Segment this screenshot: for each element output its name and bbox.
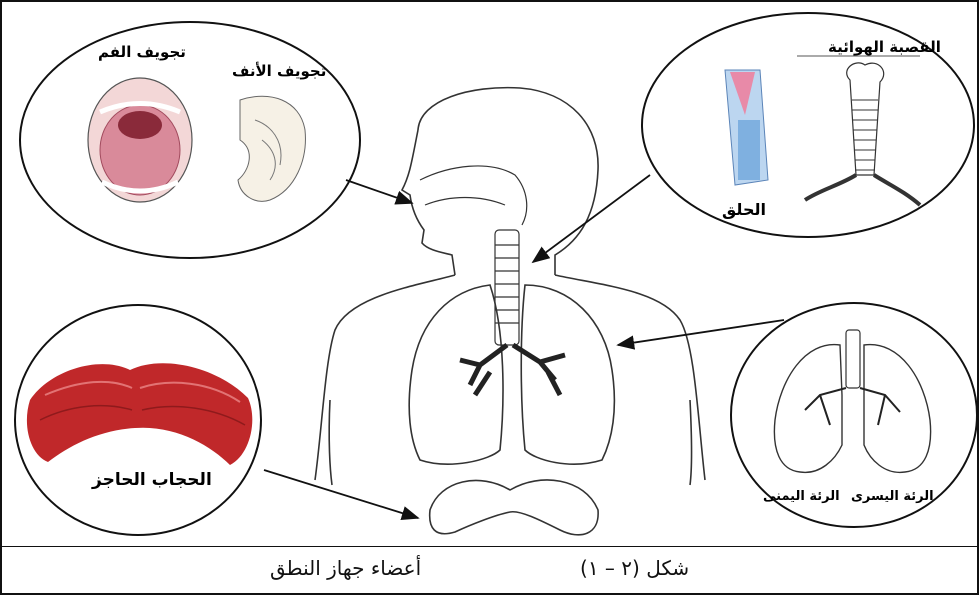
label-oral-cavity: تجويف الفم xyxy=(98,43,186,61)
figure-number: شكل (٢ – ١) xyxy=(580,556,689,580)
label-trachea: القصبة الهوائية xyxy=(828,38,941,56)
label-larynx: الحلق xyxy=(722,200,766,219)
diaphragm-circle xyxy=(15,305,261,535)
oral-nasal-circle xyxy=(20,22,360,258)
arrow-to-nose xyxy=(346,180,412,203)
label-left-lung: الرئة اليسرى xyxy=(851,489,934,504)
label-diaphragm: الحجاب الحاجز xyxy=(92,470,212,490)
left-lung-outline xyxy=(521,285,614,464)
arrow-to-lungs xyxy=(618,320,784,345)
diaphragm-outline xyxy=(430,480,598,535)
figure-title: أعضاء جهاز النطق xyxy=(270,556,421,580)
label-right-lung: الرئة اليمنى xyxy=(763,489,840,504)
arrow-to-diaphragm xyxy=(264,470,418,518)
label-nasal-cavity: تجويف الأنف xyxy=(232,62,326,80)
arrow-to-larynx xyxy=(533,175,650,262)
pointer-arrows xyxy=(264,175,784,518)
caption-divider xyxy=(2,546,977,547)
